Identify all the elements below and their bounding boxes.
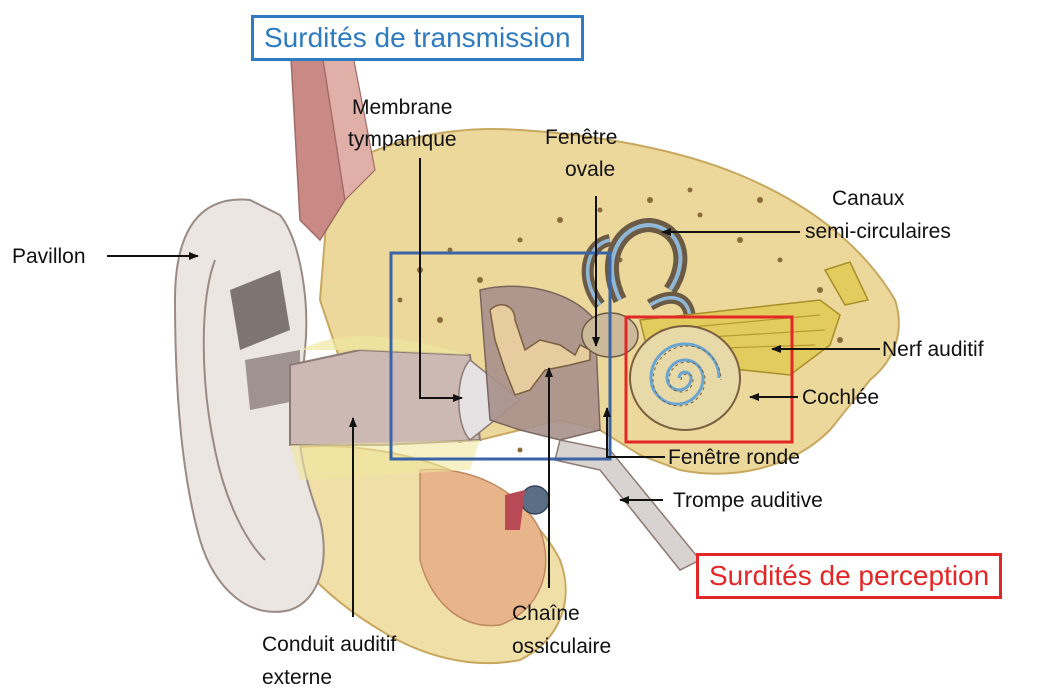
- label-fenetre-ronde: Fenêtre ronde: [668, 444, 800, 471]
- label-conduit-line2: externe: [262, 664, 332, 691]
- label-membrane-line1: Membrane: [352, 94, 452, 121]
- label-pavillon: Pavillon: [12, 243, 86, 270]
- title-transmission: Surdités de transmission: [251, 15, 584, 61]
- tube-opening: [521, 486, 549, 514]
- label-membrane-line2: tympanique: [348, 126, 457, 153]
- label-cochlee: Cochlée: [802, 384, 879, 411]
- label-nerf-auditif: Nerf auditif: [882, 336, 984, 363]
- label-conduit-line1: Conduit auditif: [262, 631, 396, 658]
- label-fenetre-ovale-line1: Fenêtre: [545, 124, 617, 151]
- label-fenetre-ovale-line2: ovale: [565, 156, 615, 183]
- label-chaine-line2: ossiculaire: [512, 633, 611, 660]
- label-chaine-line1: Chaîne: [512, 600, 580, 627]
- label-canaux-line1: Canaux: [832, 185, 904, 212]
- label-canaux-line2: semi-circulaires: [805, 218, 951, 245]
- label-trompe-auditive: Trompe auditive: [673, 487, 823, 514]
- cochlea-shape: [630, 326, 740, 430]
- title-perception: Surdités de perception: [696, 553, 1002, 599]
